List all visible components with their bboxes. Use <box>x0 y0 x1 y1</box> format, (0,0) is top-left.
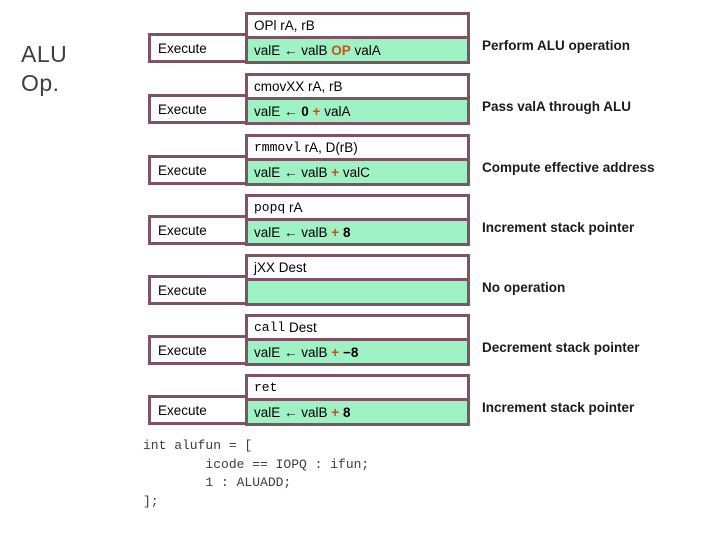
stage-label: Execute <box>158 342 207 358</box>
stage-label: Execute <box>158 40 207 56</box>
stage-label-box: Execute <box>148 335 248 365</box>
operand-text: OPl rA, rB <box>254 18 315 33</box>
stage-label: Execute <box>158 162 207 178</box>
slide-title-line-2: Op. <box>21 70 60 96</box>
stage-label: Execute <box>158 282 207 298</box>
stage-label-box: Execute <box>148 395 248 425</box>
formula-segment: valE ← <box>254 103 302 119</box>
pipeline-stage-row: Execute ret valE ← valB + 8 Increment st… <box>0 374 719 429</box>
formula-segment: valE ← valB <box>254 42 332 58</box>
instruction-table: popq rA valE ← valB + 8 <box>245 194 470 246</box>
instruction-name: rmmovl rA, D(rB) <box>248 137 467 158</box>
pipeline-stage-row: Execute rmmovl rA, D(rB) valE ← valB + v… <box>0 134 719 189</box>
formula-segment: 8 <box>342 404 351 420</box>
pipeline-stage-row: Execute cmovXX rA, rB valE ← 0 + valA Pa… <box>0 73 719 128</box>
formula-segment: 8 <box>342 224 351 240</box>
instruction-formula: valE ← valB + 8 <box>248 218 467 243</box>
instruction-table: rmmovl rA, D(rB) valE ← valB + valC <box>245 134 470 186</box>
instruction-table: ret valE ← valB + 8 <box>245 374 470 426</box>
formula-segment: + <box>331 164 340 180</box>
stage-description: Compute effective address <box>482 160 655 175</box>
formula-segment: + <box>331 344 340 360</box>
stage-label-box: Execute <box>148 155 248 185</box>
stage-label-box: Execute <box>148 94 248 124</box>
operand-text: Dest <box>285 320 317 335</box>
mnemonic-text: call <box>254 320 286 335</box>
formula-segment: valE ← valB <box>254 164 332 180</box>
operand-text: rA, D(rB) <box>300 140 358 155</box>
formula-segment: valC <box>339 164 370 180</box>
formula-segment: valE ← valB <box>254 404 332 420</box>
stage-description: Perform ALU operation <box>482 38 631 53</box>
pipeline-stage-row: Execute jXX Dest No operation <box>0 254 719 309</box>
pipeline-stage-row: Execute call Dest valE ← valB + −8 Decre… <box>0 314 719 369</box>
slide-title-line-1: ALU <box>21 41 68 67</box>
stage-description: Increment stack pointer <box>482 220 635 235</box>
stage-description: No operation <box>482 280 566 295</box>
instruction-formula: valE ← 0 + valA <box>248 97 467 122</box>
instruction-formula: valE ← valB OP valA <box>248 36 467 61</box>
instruction-formula: valE ← valB + −8 <box>248 338 467 363</box>
mnemonic-text: ret <box>254 380 278 395</box>
pipeline-stage-row: Execute OPl rA, rB valE ← valB OP valA P… <box>0 12 719 67</box>
instruction-name: OPl rA, rB <box>248 15 467 36</box>
stage-label: Execute <box>158 222 207 238</box>
formula-segment: + <box>331 224 340 240</box>
instruction-formula <box>248 278 467 303</box>
instruction-table: OPl rA, rB valE ← valB OP valA <box>245 12 470 64</box>
operand-text: jXX Dest <box>254 260 307 275</box>
instruction-formula: valE ← valB + valC <box>248 158 467 183</box>
mnemonic-text: popq <box>254 200 286 215</box>
stage-description: Pass valA through ALU <box>482 99 632 114</box>
instruction-table: jXX Dest <box>245 254 470 306</box>
instruction-name: cmovXX rA, rB <box>248 76 467 97</box>
operand-text: cmovXX rA, rB <box>254 79 343 94</box>
formula-segment: valA <box>350 42 381 58</box>
instruction-name: ret <box>248 377 467 398</box>
stage-label: Execute <box>158 101 207 117</box>
formula-segment: valE ← valB <box>254 344 332 360</box>
formula-segment: + <box>312 103 321 119</box>
stage-label-box: Execute <box>148 33 248 63</box>
slide-title: ALU Op. <box>21 40 67 98</box>
formula-segment: valE ← valB <box>254 224 332 240</box>
mnemonic-text: rmmovl <box>254 140 301 155</box>
instruction-formula: valE ← valB + 8 <box>248 398 467 423</box>
instruction-name: jXX Dest <box>248 257 467 278</box>
stage-description: Increment stack pointer <box>482 400 635 415</box>
formula-segment: −8 <box>342 344 359 360</box>
stage-label-box: Execute <box>148 215 248 245</box>
instruction-name: call Dest <box>248 317 467 338</box>
formula-segment: valA <box>320 103 351 119</box>
pipeline-stage-row: Execute popq rA valE ← valB + 8 Incremen… <box>0 194 719 249</box>
formula-segment: 0 <box>301 103 309 119</box>
stage-label: Execute <box>158 402 207 418</box>
stage-description: Decrement stack pointer <box>482 340 640 355</box>
instruction-table: call Dest valE ← valB + −8 <box>245 314 470 366</box>
instruction-table: cmovXX rA, rB valE ← 0 + valA <box>245 73 470 125</box>
operand-text: rA <box>285 200 303 215</box>
formula-segment: + <box>331 404 340 420</box>
code-block: int alufun = [ icode == IOPQ : ifun; 1 :… <box>143 438 370 509</box>
stage-label-box: Execute <box>148 275 248 305</box>
instruction-name: popq rA <box>248 197 467 218</box>
formula-segment: OP <box>331 42 351 58</box>
